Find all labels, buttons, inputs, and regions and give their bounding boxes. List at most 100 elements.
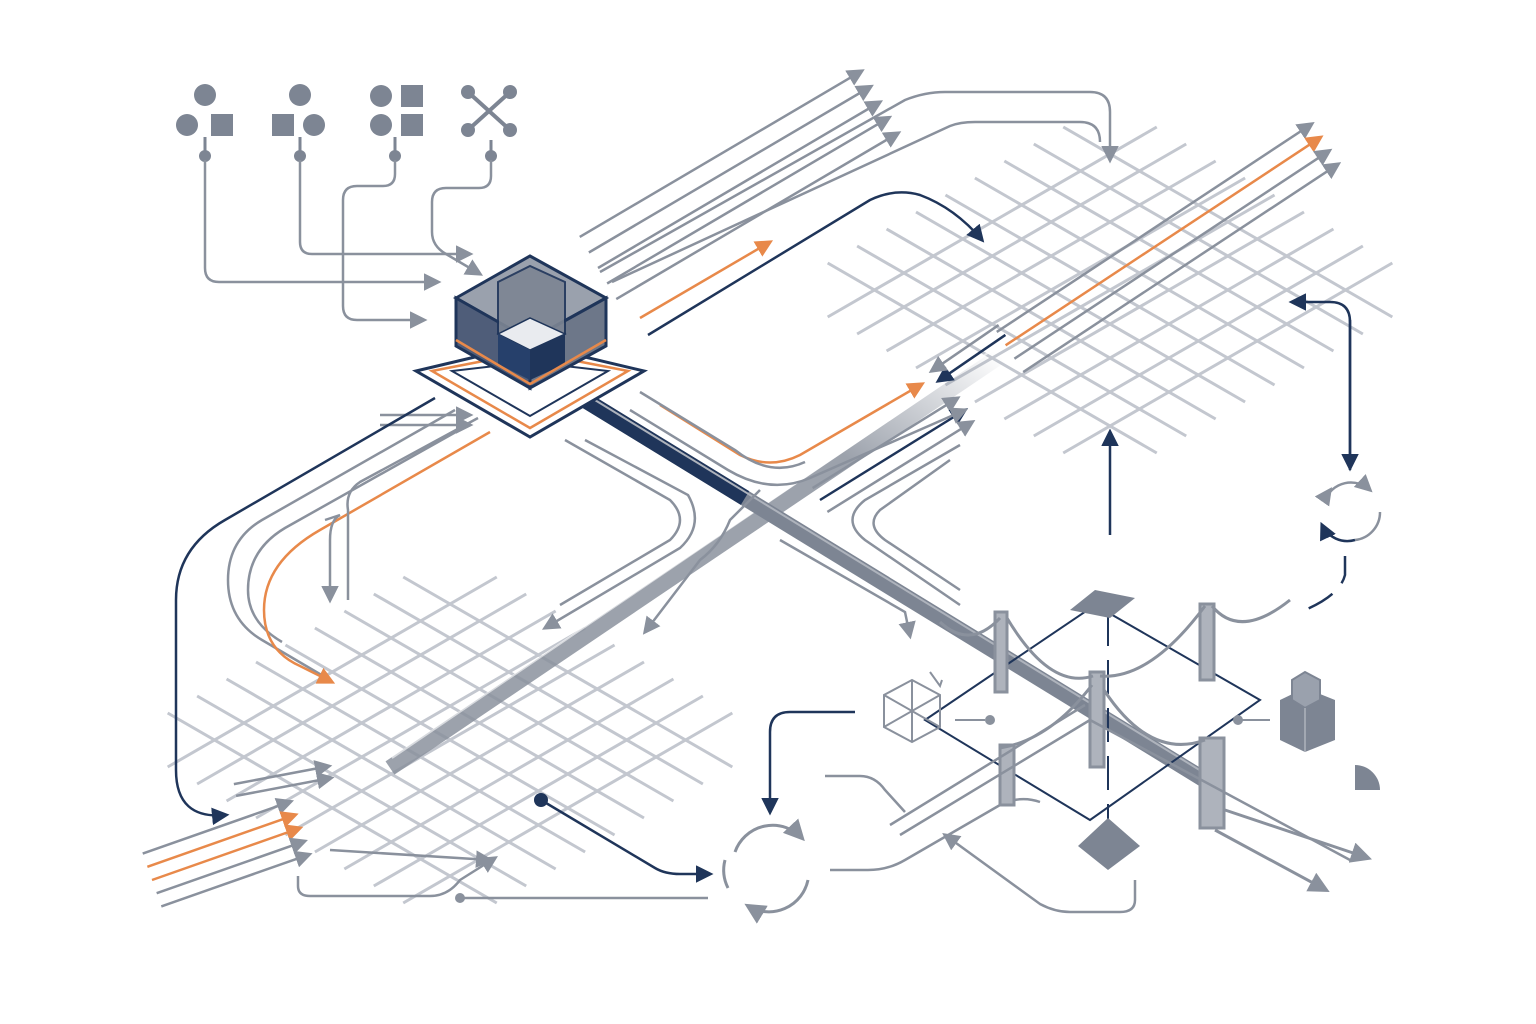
grid-top-right-line-b <box>1003 227 1335 421</box>
grid-top-right-line-b <box>1033 244 1364 438</box>
quarter-sector-marker <box>1355 765 1380 790</box>
bundle-top-right-arrow <box>1013 148 1333 360</box>
refresh-cycle-large[interactable] <box>722 818 810 924</box>
bundle-hub-left-in <box>380 406 474 434</box>
grid-bottom-left-line-b <box>284 643 616 837</box>
icon-connectors <box>203 160 493 329</box>
navy-left-loop <box>174 396 436 826</box>
tower-4 <box>1198 736 1226 830</box>
grid-top-right-line-b <box>1062 261 1394 455</box>
top-return-loop <box>599 90 1119 274</box>
suspension-bridge <box>889 590 1372 892</box>
connector-icon-4 <box>430 160 493 276</box>
navy-start-dot <box>534 793 548 807</box>
network-hexagon <box>883 671 995 744</box>
three-circles-and-square-icon <box>370 85 423 162</box>
grid-bottom-left-line-a <box>373 592 704 786</box>
bridge-out-arrow-2 <box>1214 828 1330 892</box>
bundle-right-navy-arrow <box>928 324 1000 374</box>
hub-base-inner <box>448 360 612 418</box>
navy-right-dashed <box>1304 556 1347 612</box>
cable-4 <box>1210 598 1291 623</box>
bottom-cycle-to-bridge <box>830 797 1041 872</box>
bridge-deck-lower-b <box>889 703 1086 827</box>
gray-left-drop <box>321 513 341 604</box>
grid-bottom-left <box>166 575 734 905</box>
grid-bottom-left-line-a <box>314 626 645 820</box>
connector-icon-3 <box>341 160 428 329</box>
bundle-bottom-left <box>142 797 313 908</box>
cube-orange-band <box>455 338 607 386</box>
bundle-bottom-left-arrow <box>160 850 313 908</box>
gray-u-turn-a <box>639 390 806 470</box>
gray-left-drop-b <box>346 416 479 600</box>
bridge-bottom-marker <box>1078 818 1140 870</box>
bundle-bottom-short <box>329 848 494 868</box>
legend-icons <box>176 84 517 162</box>
bundle-center-right-arrow <box>819 408 968 502</box>
bundle-bottom-left-arrow <box>146 811 299 868</box>
right-u-turn <box>851 443 961 607</box>
cable-2 <box>1005 617 1094 680</box>
connector-icon-1 <box>203 160 442 291</box>
center-left-down <box>642 489 761 635</box>
cube-inner-left <box>498 334 530 380</box>
bundle-top-left-arrow <box>588 84 874 254</box>
bundle-top-orange <box>639 240 774 320</box>
bundle-bottom-left-arrow <box>156 837 308 895</box>
central-cube-hub[interactable] <box>411 254 649 439</box>
grid-bottom-left-line-b <box>373 694 704 888</box>
navy-top-loop <box>647 191 985 337</box>
bundle-bottom-left-arrow <box>151 824 304 882</box>
hub-base-orange-ring <box>428 350 632 430</box>
bundle-top-right-arrow <box>1004 135 1324 347</box>
bundle-top-left <box>579 69 902 301</box>
bundle-bottom-left-short-arrow <box>235 771 335 798</box>
gray-u-turn-b <box>629 407 969 487</box>
navy-cycle-up-loop <box>761 710 855 816</box>
bundle-center-right-arrow <box>811 396 961 490</box>
bridge-out-arrow-1 <box>1224 808 1372 863</box>
right-u-turn-inner <box>872 458 961 592</box>
bundle-top-right-arrow <box>1022 162 1342 374</box>
cable-1 <box>938 616 1002 637</box>
gray-left-loop-b <box>246 422 471 644</box>
grid-top-right-line-a <box>974 176 1305 370</box>
bundle-top-left-arrow <box>579 69 865 239</box>
square-and-circles-icon <box>272 84 325 162</box>
circles-and-square-icon <box>176 84 233 162</box>
cable-6 <box>1102 689 1206 746</box>
grid-top-right-line-b <box>974 210 1305 404</box>
grid-bottom-left-line-b <box>314 660 645 854</box>
grid-top-right-line-b <box>944 193 1276 387</box>
center-to-bridge <box>779 538 916 640</box>
left-u-turn-b <box>541 438 697 630</box>
bundle-top-left-arrow <box>606 115 893 285</box>
orange-left-loop <box>262 430 491 684</box>
server-tower <box>1233 670 1335 752</box>
bundle-top-right-arrow <box>996 122 1315 334</box>
bundle-center-right <box>811 396 976 513</box>
navy-bottom-to-cycle <box>540 798 714 883</box>
hub-base-outer <box>411 342 649 439</box>
refresh-cycle-small[interactable] <box>1314 474 1382 543</box>
hexagon-spokes <box>883 680 941 742</box>
grid-bottom-left-line-b <box>402 711 734 905</box>
gray-start-dot <box>455 893 465 903</box>
road-grids <box>166 125 1394 905</box>
bundle-bottom-left-arrow <box>142 797 295 855</box>
bundle-right-navy-arrow <box>935 333 1007 383</box>
curved-flows <box>174 90 1359 914</box>
grid-bottom-left-line-a <box>402 575 734 769</box>
small-bend <box>825 774 906 813</box>
bundle-top-right <box>996 122 1342 374</box>
grid-bottom-left-line-a <box>343 609 675 803</box>
bundle-center-right-arrow <box>826 420 976 513</box>
bundle-bottom-left-short-arrow <box>233 760 333 786</box>
bundle-bottom-short-arrow <box>329 848 494 868</box>
flow-bundles <box>142 69 1342 908</box>
bundle-top-orange-arrow <box>639 240 774 320</box>
top-return-loop-inner <box>611 120 1102 284</box>
